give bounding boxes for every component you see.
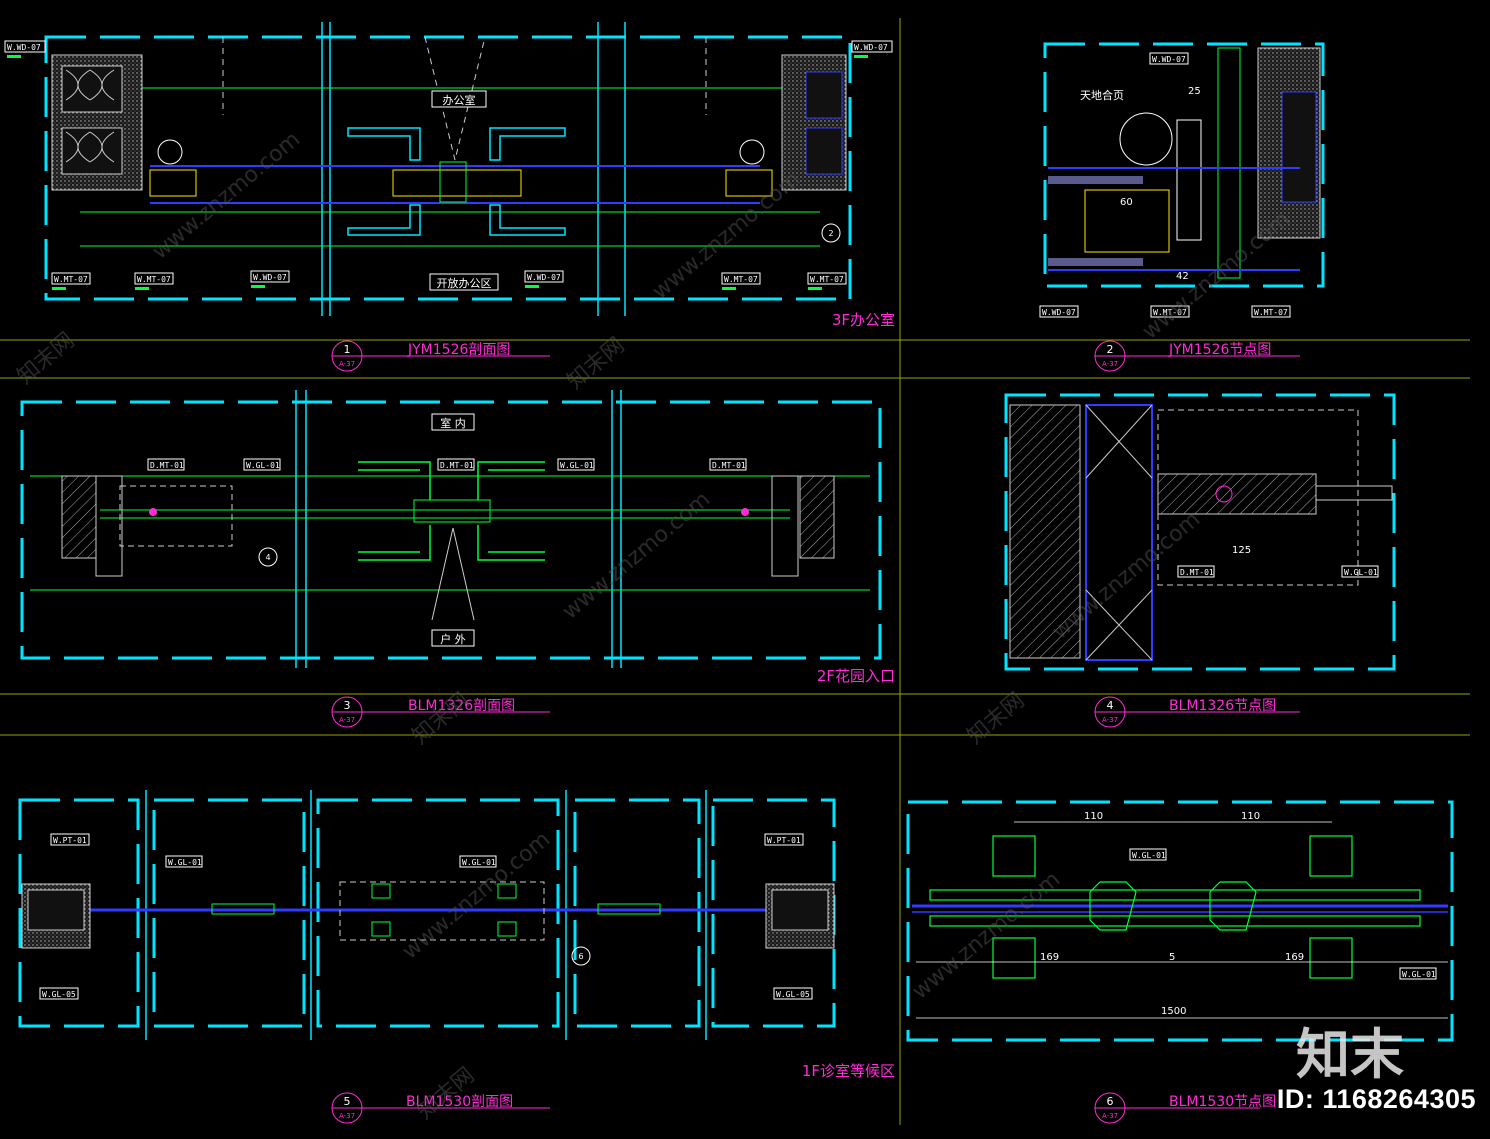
watermark-text: www.znzmo.com www.znzmo.com www.znzmo.co… <box>13 127 1295 1125</box>
room-label-office <box>431 90 487 108</box>
svg-text:知末网: 知末网 <box>963 688 1030 750</box>
svg-text:3: 3 <box>344 699 351 712</box>
panel-4-node: 125 D.MT-01 W.GL-01 <box>1004 393 1396 671</box>
room-label-outdoor-text: 户 外 <box>440 632 466 646</box>
svg-text:6: 6 <box>1107 1095 1114 1108</box>
svg-text:A-37: A-37 <box>1102 716 1118 724</box>
watermark-id: ID: 1168264305 <box>1276 1084 1476 1114</box>
svg-text:www.znzmo.com: www.znzmo.com <box>1138 207 1295 345</box>
svg-text:W.MT-07: W.MT-07 <box>54 275 88 284</box>
svg-text:知末网: 知末网 <box>13 328 80 390</box>
dim-125: 125 <box>1232 545 1251 556</box>
title-5: 5 A-37 BLM1530剖面图 <box>331 1092 550 1124</box>
svg-text:A-37: A-37 <box>339 360 355 368</box>
dim-1500: 1500 <box>1161 1006 1186 1017</box>
dim-60: 60 <box>1120 197 1133 208</box>
dim-110-right: 110 <box>1241 811 1260 822</box>
callout-bubble-6: 6 <box>578 952 583 961</box>
svg-text:W.GL-01: W.GL-01 <box>1402 970 1436 979</box>
svg-text:5: 5 <box>344 1095 351 1108</box>
svg-text:W.WD-07: W.WD-07 <box>1042 308 1076 317</box>
dim-42: 42 <box>1176 271 1189 282</box>
svg-text:W.WD-07: W.WD-07 <box>527 273 561 282</box>
svg-text:W.GL-01: W.GL-01 <box>462 858 496 867</box>
panel-1-section: 办公室 开放办公区 W.WD-07 W.WD-07 W.MT-07 W.MT-0… <box>4 22 895 329</box>
watermark-logo: 知末 <box>1296 1023 1404 1086</box>
svg-text:W.MT-07: W.MT-07 <box>724 275 758 284</box>
svg-text:BLM1326节点图: BLM1326节点图 <box>1169 698 1276 714</box>
svg-text:A-37: A-37 <box>1102 360 1118 368</box>
title-6: 6 A-37 BLM1530节点图 <box>1094 1092 1276 1124</box>
panel-3-location: 2F花园入口 <box>817 667 895 685</box>
dim-169-left: 169 <box>1040 952 1059 963</box>
dim-25: 25 <box>1188 86 1201 97</box>
svg-text:A-37: A-37 <box>339 716 355 724</box>
svg-text:D.MT-01: D.MT-01 <box>712 461 746 470</box>
svg-text:D.MT-01: D.MT-01 <box>1180 568 1214 577</box>
svg-text:4: 4 <box>1107 699 1114 712</box>
panel-5-location: 1F诊室等候区 <box>802 1062 895 1080</box>
svg-text:W.GL-05: W.GL-05 <box>42 990 76 999</box>
svg-text:BLM1326剖面图: BLM1326剖面图 <box>408 698 515 714</box>
svg-text:BLM1530剖面图: BLM1530剖面图 <box>406 1094 513 1110</box>
svg-text:D.MT-01: D.MT-01 <box>440 461 474 470</box>
svg-text:W.GL-01: W.GL-01 <box>168 858 202 867</box>
title-2: 2 A-37 JYM1526节点图 <box>1094 340 1300 372</box>
title-3: 3 A-37 BLM1326剖面图 <box>331 696 550 728</box>
svg-text:BLM1530节点图: BLM1530节点图 <box>1169 1094 1276 1110</box>
panel-5-section: W.PT-01 W.GL-01 W.GL-01 W.PT-01 W.GL-05 … <box>18 790 895 1080</box>
room-label-open-office-text: 开放办公区 <box>437 276 492 290</box>
dim-5: 5 <box>1169 952 1175 963</box>
svg-text:W.MT-07: W.MT-07 <box>137 275 171 284</box>
dim-110-left: 110 <box>1084 811 1103 822</box>
svg-text:W.MT-07: W.MT-07 <box>810 275 844 284</box>
svg-text:W.WD-07: W.WD-07 <box>7 43 41 52</box>
svg-text:www.znzmo.com: www.znzmo.com <box>558 487 715 625</box>
svg-text:2: 2 <box>1107 343 1114 356</box>
svg-text:D.MT-01: D.MT-01 <box>150 461 184 470</box>
hinge-note: 天地合页 <box>1080 88 1124 102</box>
svg-text:A-37: A-37 <box>339 1112 355 1120</box>
svg-text:W.GL-01: W.GL-01 <box>560 461 594 470</box>
svg-text:W.PT-01: W.PT-01 <box>767 836 801 845</box>
svg-text:知末网: 知末网 <box>563 333 630 395</box>
callout-bubble-4: 4 <box>265 553 270 562</box>
svg-text:W.PT-01: W.PT-01 <box>53 836 87 845</box>
panel-1-location: 3F办公室 <box>832 311 895 329</box>
title-bubbles: 1 A-37 JYM1526剖面图 2 A-37 JYM1526节点图 3 A-… <box>331 340 1300 1124</box>
panel-6-node: 110 110 169 5 169 1500 W.GL-01 W.GL-01 <box>906 800 1454 1042</box>
room-label-open-office <box>429 273 499 291</box>
room-label-outdoor <box>431 629 475 647</box>
svg-text:W.MT-07: W.MT-07 <box>1254 308 1288 317</box>
room-label-indoor <box>431 413 475 431</box>
title-1: 1 A-37 JYM1526剖面图 <box>331 340 550 372</box>
panel-2-node: 天地合页 25 60 42 W.WD-07 W.WD-07 W.MT-07 W.… <box>1039 42 1325 318</box>
svg-text:W.GL-05: W.GL-05 <box>776 990 810 999</box>
svg-text:JYM1526节点图: JYM1526节点图 <box>1168 342 1271 358</box>
svg-text:www.znzmo.com: www.znzmo.com <box>398 827 555 965</box>
sheet-dividers <box>0 18 1470 1125</box>
svg-text:W.GL-01: W.GL-01 <box>246 461 280 470</box>
callout-bubble-2: 2 <box>828 229 833 238</box>
svg-text:W.GL-01: W.GL-01 <box>1132 851 1166 860</box>
dim-169-right: 169 <box>1285 952 1304 963</box>
svg-text:1: 1 <box>344 343 351 356</box>
svg-text:W.WD-07: W.WD-07 <box>1152 55 1186 64</box>
svg-text:W.GL-01: W.GL-01 <box>1344 568 1378 577</box>
room-label-office-text: 办公室 <box>443 93 476 107</box>
svg-text:www.znzmo.com: www.znzmo.com <box>908 867 1065 1005</box>
svg-text:W.WD-07: W.WD-07 <box>253 273 287 282</box>
svg-text:W.WD-07: W.WD-07 <box>854 43 888 52</box>
room-label-indoor-text: 室 内 <box>440 416 466 430</box>
title-4: 4 A-37 BLM1326节点图 <box>1094 696 1300 728</box>
svg-text:A-37: A-37 <box>1102 1112 1118 1120</box>
panel-3-section: 室 内 户 外 D.MT-01 W.GL-01 D.MT-01 W.GL-01 … <box>20 390 895 685</box>
svg-text:W.MT-07: W.MT-07 <box>1153 308 1187 317</box>
svg-text:JYM1526剖面图: JYM1526剖面图 <box>407 342 510 358</box>
